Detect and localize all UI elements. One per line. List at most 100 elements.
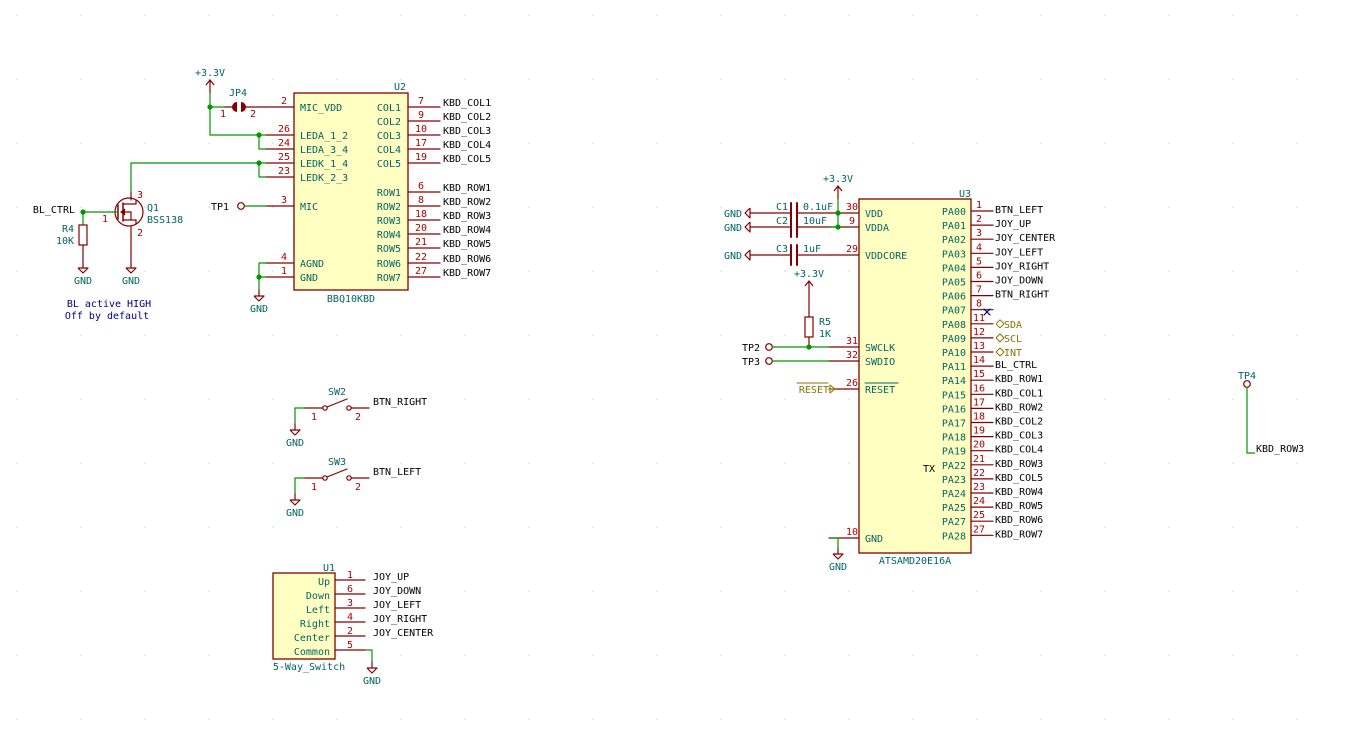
grid-dot bbox=[848, 78, 850, 80]
pin-number: 1 bbox=[311, 482, 317, 493]
jumper-half bbox=[241, 102, 246, 112]
grid-dot bbox=[720, 206, 722, 208]
grid-dot bbox=[784, 654, 786, 656]
pin-name: COL5 bbox=[377, 159, 401, 170]
grid-dot bbox=[592, 206, 594, 208]
grid-dot bbox=[1040, 654, 1042, 656]
pin-number: 4 bbox=[976, 242, 982, 253]
grid-dot bbox=[464, 462, 466, 464]
grid-dot bbox=[464, 398, 466, 400]
q1-arrow bbox=[123, 211, 132, 220]
pin-number: 7 bbox=[976, 285, 982, 296]
jumper-half bbox=[232, 102, 237, 112]
switch-contact bbox=[322, 475, 328, 481]
hier-label: SDA bbox=[1004, 320, 1022, 331]
net-label: KBD_COL1 bbox=[443, 98, 491, 109]
pin-number: 27 bbox=[415, 266, 427, 277]
gnd-symbol bbox=[366, 667, 378, 674]
pin-number: 23 bbox=[278, 166, 290, 177]
grid-dot bbox=[1296, 14, 1298, 16]
pin-number: 3 bbox=[976, 228, 982, 239]
grid-dot bbox=[1296, 462, 1298, 464]
pin-number: 8 bbox=[418, 195, 424, 206]
junction-dot bbox=[835, 210, 841, 216]
wire bbox=[130, 162, 266, 192]
grid-dot bbox=[1104, 14, 1106, 16]
pin-number: 13 bbox=[973, 341, 985, 352]
grid-dot bbox=[1232, 14, 1234, 16]
grid-dot bbox=[272, 398, 274, 400]
grid-dot bbox=[784, 270, 786, 272]
grid-dot bbox=[912, 78, 914, 80]
gnd-symbol bbox=[744, 207, 751, 219]
pin-name: ROW5 bbox=[377, 244, 401, 255]
pin-name: VDDCORE bbox=[865, 251, 907, 262]
grid-dot bbox=[976, 462, 978, 464]
pin-number: 26 bbox=[278, 124, 290, 135]
grid-dot bbox=[656, 590, 658, 592]
tp2-ref: TP2 bbox=[742, 343, 760, 354]
grid-dot bbox=[912, 14, 914, 16]
gnd-label: GND bbox=[286, 508, 304, 519]
grid-dot bbox=[1232, 142, 1234, 144]
net-label: JOY_DOWN bbox=[995, 276, 1043, 287]
grid-dot bbox=[80, 206, 82, 208]
grid-dot bbox=[80, 462, 82, 464]
u3-value: ATSAMD20E16A bbox=[879, 556, 951, 567]
grid-dot bbox=[528, 462, 530, 464]
hier-label-shape bbox=[995, 347, 1005, 357]
pin-name: PA15 bbox=[942, 390, 966, 401]
net-label: KBD_ROW3 bbox=[1256, 444, 1304, 455]
switch-ref: SW3 bbox=[328, 457, 346, 468]
gnd-label: GND bbox=[363, 676, 381, 687]
grid-dot bbox=[144, 142, 146, 144]
grid-dot bbox=[400, 78, 402, 80]
grid-dot bbox=[720, 526, 722, 528]
grid-dot bbox=[1040, 78, 1042, 80]
grid-dot bbox=[976, 718, 978, 720]
switch-lever bbox=[326, 398, 348, 408]
grid-dot bbox=[656, 334, 658, 336]
grid-dot bbox=[272, 14, 274, 16]
grid-dot bbox=[80, 334, 82, 336]
net-label: KBD_ROW6 bbox=[995, 515, 1043, 526]
grid-dot bbox=[976, 654, 978, 656]
grid-dot bbox=[1040, 206, 1042, 208]
grid-dot bbox=[272, 78, 274, 80]
q1-value: BSS138 bbox=[147, 215, 183, 226]
grid-dot bbox=[1168, 654, 1170, 656]
grid-dot bbox=[16, 526, 18, 528]
grid-dot bbox=[784, 526, 786, 528]
pin-name: LEDA_3_4 bbox=[300, 145, 348, 156]
pin-name: Common bbox=[294, 647, 330, 658]
r5-value: 1K bbox=[819, 329, 831, 340]
grid-dot bbox=[848, 14, 850, 16]
q1-ref: Q1 bbox=[147, 203, 159, 214]
grid-dot bbox=[1040, 270, 1042, 272]
pin-name: COL1 bbox=[377, 103, 401, 114]
grid-dot bbox=[912, 654, 914, 656]
grid-dot bbox=[336, 78, 338, 80]
grid-dot bbox=[144, 206, 146, 208]
grid-dot bbox=[400, 334, 402, 336]
grid-dot bbox=[1040, 14, 1042, 16]
grid-dot bbox=[848, 142, 850, 144]
net-label: KBD_ROW2 bbox=[443, 197, 491, 208]
grid-dots bbox=[16, 14, 1298, 720]
pin-name: PA03 bbox=[942, 249, 966, 260]
grid-dot bbox=[336, 718, 338, 720]
grid-dot bbox=[720, 270, 722, 272]
grid-dot bbox=[720, 398, 722, 400]
q1-arrow bbox=[120, 208, 126, 216]
gnd-label: GND bbox=[74, 276, 92, 287]
grid-dot bbox=[1168, 334, 1170, 336]
schematic-layer: U2BBQ10KBD2MIC_VDD26LEDA_1_224LEDA_3_425… bbox=[33, 68, 1304, 687]
grid-dot bbox=[976, 590, 978, 592]
grid-dot bbox=[1296, 270, 1298, 272]
grid-dot bbox=[656, 270, 658, 272]
wire bbox=[209, 93, 225, 108]
pin-number: 2 bbox=[347, 626, 353, 637]
grid-dot bbox=[656, 206, 658, 208]
grid-dot bbox=[1104, 270, 1106, 272]
grid-dot bbox=[592, 78, 594, 80]
